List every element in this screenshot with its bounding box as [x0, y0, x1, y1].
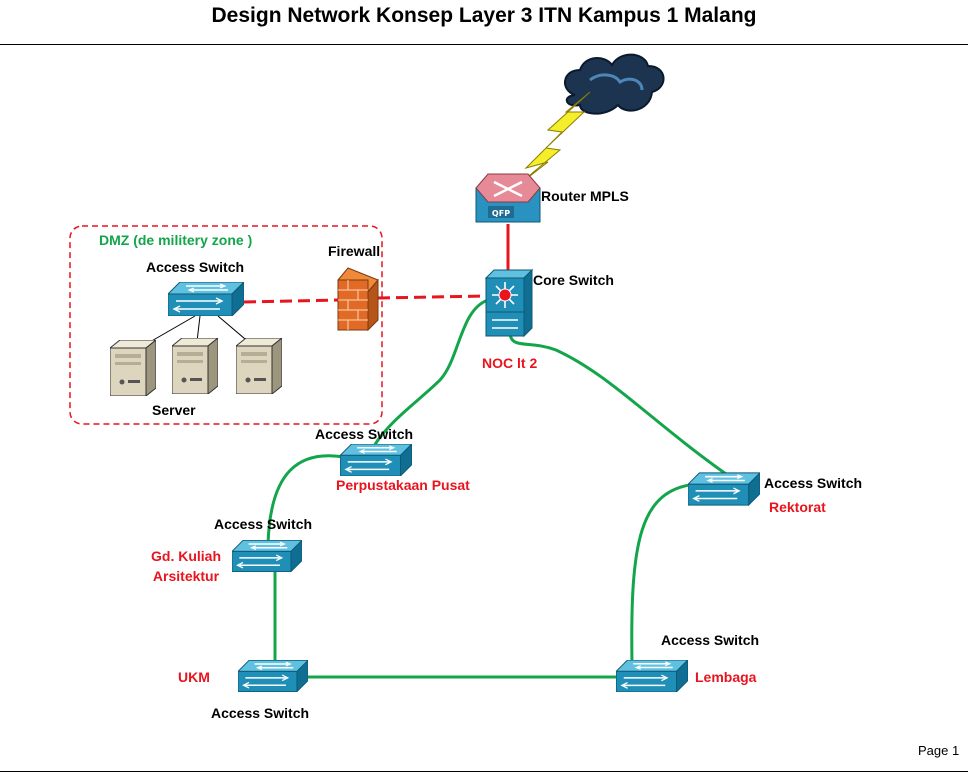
arsitektur-location-label-2: Arsitektur [152, 568, 220, 584]
core-switch-icon [484, 268, 534, 338]
lembaga-switch-label: Access Switch [661, 632, 760, 648]
server-icon-2 [172, 338, 218, 394]
switch-icon-ukm [238, 660, 308, 692]
server-label: Server [152, 402, 196, 418]
link-perpustakaan-arsitektur [266, 454, 345, 546]
switch-icon-rektorat [688, 472, 760, 506]
dmz-label: DMZ (de militery zone ) [99, 232, 253, 248]
cloud-icon [564, 53, 665, 115]
router-icon [475, 173, 541, 223]
switch-icon-perpustakaan [340, 444, 412, 476]
dmz-switch-label: Access Switch [146, 259, 245, 275]
ukm-location-label: UKM [178, 669, 210, 685]
perpustakaan-switch-label: Access Switch [315, 426, 414, 442]
server-icon-3 [236, 338, 282, 394]
page-title: Design Network Konsep Layer 3 ITN Kampus… [211, 4, 757, 27]
firewall-label: Firewall [328, 243, 381, 259]
link-core-perpustakaan [372, 298, 489, 447]
rektorat-switch-label: Access Switch [764, 475, 863, 491]
switch-icon-dmz [168, 282, 244, 316]
router-badge: QFP [492, 209, 510, 218]
link-firewall-core [377, 294, 487, 300]
router-label: Router MPLS [541, 188, 629, 204]
link-lembaga-rektorat [630, 482, 697, 665]
arsitektur-location-label-1: Gd. Kuliah [151, 548, 221, 564]
dmz-zone-border [69, 225, 383, 425]
link-dmz-switch-firewall [243, 298, 339, 304]
page-number: Page 1 [918, 743, 960, 758]
switch-icon-arsitektur [232, 540, 302, 572]
perpustakaan-location-label: Perpustakaan Pusat [336, 477, 470, 493]
lembaga-location-label: Lembaga [695, 669, 757, 685]
rektorat-location-label: Rektorat [769, 499, 826, 515]
link-core-rektorat [508, 331, 727, 476]
server-icon-1 [110, 340, 156, 396]
footer-divider [0, 771, 968, 772]
core-switch-label: Core Switch [533, 272, 614, 288]
switch-icon-lembaga [616, 660, 688, 692]
core-location-label: NOC lt 2 [482, 355, 538, 371]
header-divider [0, 44, 968, 45]
firewall-icon [337, 267, 379, 332]
arsitektur-switch-label: Access Switch [214, 516, 313, 532]
ukm-switch-label: Access Switch [211, 705, 310, 721]
